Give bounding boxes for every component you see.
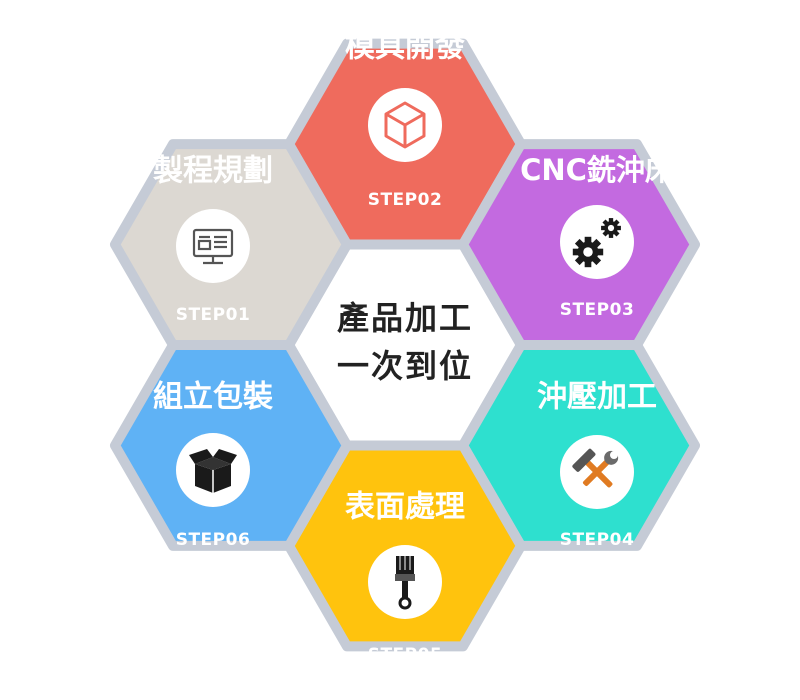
step06-title: 組立包裝 <box>153 380 274 415</box>
step05-label: STEP05 <box>368 645 443 665</box>
step-hexagon-step01[interactable]: 製程規劃 STEP01 <box>110 139 352 350</box>
cube-icon <box>384 101 426 149</box>
step02-title: 模具開發 <box>345 30 465 65</box>
step04-title: 沖壓加工 <box>537 380 657 415</box>
center-title-line2: 一次到位 <box>337 347 473 385</box>
step-hexagon-step03[interactable]: CNC銑沖床 STEP03 <box>458 139 700 350</box>
step04-label: STEP04 <box>560 530 635 550</box>
step-hexagon-step04[interactable]: 沖壓加工 STEP04 <box>458 340 700 551</box>
step-hexagon-step02[interactable]: 模具開發 STEP02 <box>284 30 526 250</box>
step01-label: STEP01 <box>176 305 251 325</box>
hammer-wrench-icon <box>572 448 619 488</box>
center-title-line1: 產品加工 <box>337 299 473 337</box>
step02-label: STEP02 <box>368 190 443 210</box>
step01-title: 製程規劃 <box>153 154 273 189</box>
box-icon <box>189 449 237 493</box>
step06-label: STEP06 <box>176 530 251 550</box>
paintbrush-icon <box>395 556 415 610</box>
step05-title: 表面處理 <box>345 490 465 525</box>
step-hexagon-step05[interactable]: 表面處理 STEP05 <box>284 440 526 666</box>
monitor-icon <box>192 228 234 265</box>
step01-icon-circle <box>176 209 250 283</box>
step03-title: CNC銑沖床 <box>520 153 674 187</box>
step03-label: STEP03 <box>560 300 635 320</box>
